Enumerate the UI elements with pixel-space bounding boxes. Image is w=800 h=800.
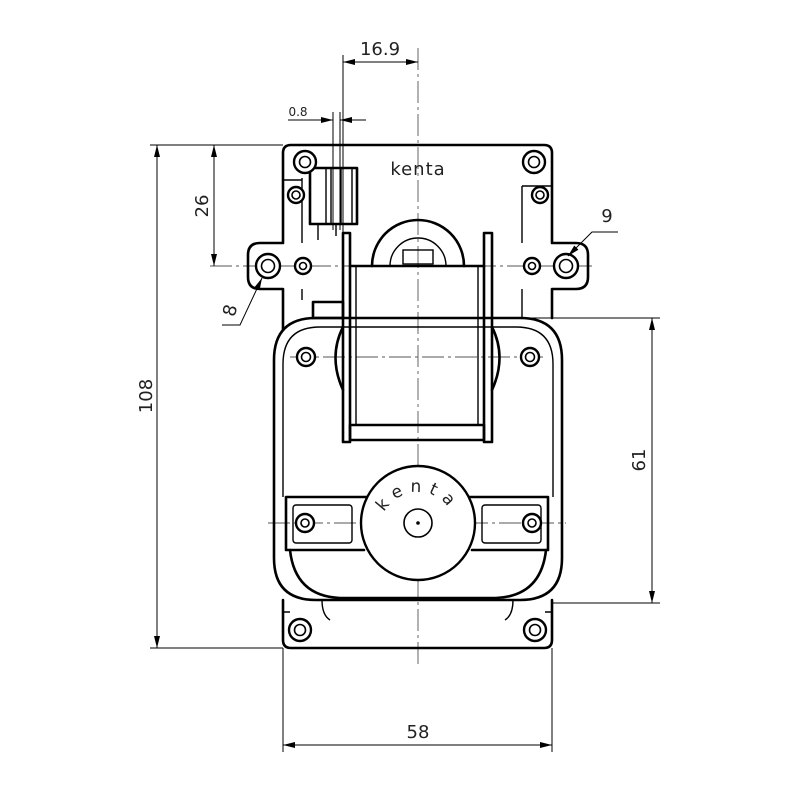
left-slot	[292, 504, 353, 544]
bottom-plate	[281, 598, 554, 650]
dim-108-extensions	[150, 144, 283, 649]
brand-label: kenta	[390, 159, 445, 180]
hole-bottom-right-inner	[528, 623, 542, 637]
dim-61-extensions	[530, 317, 660, 604]
coil-top-arc-inner	[389, 237, 447, 267]
lower-left-block	[311, 300, 345, 320]
coil-bottom-bar	[348, 423, 486, 442]
hole-body-right-inner	[524, 351, 536, 363]
coil-top-tab	[402, 249, 434, 265]
body-inner-outline	[282, 326, 554, 497]
hole-top-right-inner	[527, 155, 541, 169]
leader-8	[222, 277, 263, 326]
coil-right-bulge	[490, 325, 501, 392]
hole-slot-left-inner	[300, 518, 310, 528]
mounting-holes	[254, 149, 580, 643]
terminal-lines	[317, 168, 353, 240]
dim-width: 58	[407, 722, 430, 743]
dimensions: 108 26 61 58 16.9 0.8 9 8	[136, 39, 660, 752]
coil-left-flange	[341, 231, 352, 444]
coil-left-bulge	[334, 325, 345, 392]
hole-right-pin-inner	[527, 261, 537, 271]
top-plate	[246, 143, 590, 332]
leader-9	[567, 231, 618, 257]
coil	[334, 218, 501, 444]
dim-body-height: 61	[629, 449, 650, 472]
body-lower-curve	[288, 548, 548, 600]
hole-bottom-left-inner	[293, 623, 307, 637]
bottom-plate-outline	[281, 598, 554, 650]
dim-offset-top: 16.9	[360, 39, 400, 60]
hole-top-left-inner	[298, 155, 312, 169]
hole-body-left-inner	[300, 351, 312, 363]
dim-total-height: 108	[136, 379, 157, 413]
coil-right-flange	[482, 231, 494, 444]
shaft-center-mark	[416, 521, 420, 525]
right-fold-line	[521, 185, 552, 318]
left-slot-bracket	[284, 495, 374, 552]
dim-ear-hole: 9	[601, 206, 612, 227]
right-slot-bracket	[462, 495, 550, 552]
shaft-assembly: kenta	[284, 464, 550, 582]
dim-gap: 0.8	[288, 105, 307, 119]
dim-58-extensions	[282, 648, 553, 752]
top-plate-outline	[246, 143, 590, 332]
hole-right-ear-inner	[558, 258, 574, 274]
bottom-plate-notches	[283, 599, 552, 621]
hole-left-ear-inner	[260, 258, 276, 274]
hole-upper-left-small-inner	[291, 190, 301, 200]
gearbox-body	[272, 316, 564, 602]
hole-upper-right-small-inner	[535, 190, 545, 200]
hole-left-pin-inner	[298, 261, 308, 271]
hole-slot-right-inner	[527, 518, 537, 528]
dim-0-8-extensions	[332, 112, 341, 230]
dim-ear-height: 26	[192, 195, 213, 218]
dim-side-hole: 8	[219, 302, 242, 318]
coil-top-arc-outer	[370, 218, 466, 268]
body-outline	[272, 316, 564, 602]
coil-winding-edges	[355, 266, 479, 425]
